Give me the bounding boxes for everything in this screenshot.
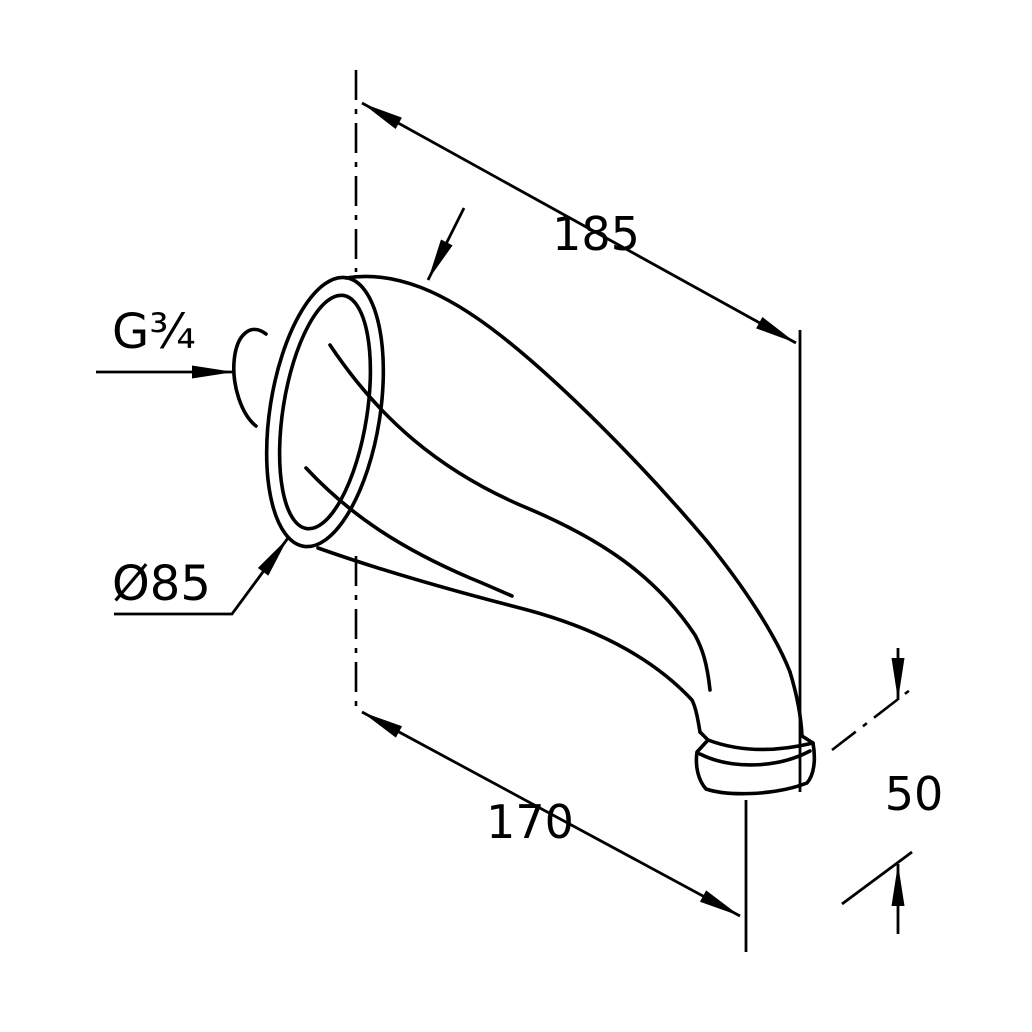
nozzle-collar-edge (706, 738, 815, 752)
dimension-label-170: 170 (486, 795, 574, 849)
dimension-label-50: 50 (885, 767, 944, 821)
dimension-50: 50 (831, 648, 944, 934)
spout-outline (232, 274, 817, 796)
spout-mid-contour (328, 343, 712, 692)
dimension-line-185 (361, 101, 797, 345)
spout-top-edge (344, 274, 792, 674)
thread-label: G¾ (112, 304, 196, 360)
flange-inner-rim (277, 293, 373, 531)
nozzle-outline (694, 670, 817, 796)
dimension-185: 185 (361, 101, 797, 345)
spout-throat-contour (304, 466, 514, 598)
nozzle-rim-line (698, 749, 812, 767)
diameter-leader-arrow (114, 537, 290, 616)
reference-line-50-bottom (841, 850, 913, 906)
flange-outer-rim (264, 275, 386, 549)
thread-connector (232, 327, 268, 428)
spout-bottom-edge (316, 546, 702, 734)
dimension-label-185: 185 (552, 207, 640, 261)
dimension-170: 170 (361, 710, 741, 918)
top-reference-arrow (426, 207, 466, 281)
diameter-callout: Ø85 (112, 537, 290, 616)
diameter-label: Ø85 (112, 556, 211, 612)
dimension-line-170 (361, 710, 741, 918)
thread-callout: G¾ (96, 304, 234, 379)
axis-lines (354, 70, 802, 952)
